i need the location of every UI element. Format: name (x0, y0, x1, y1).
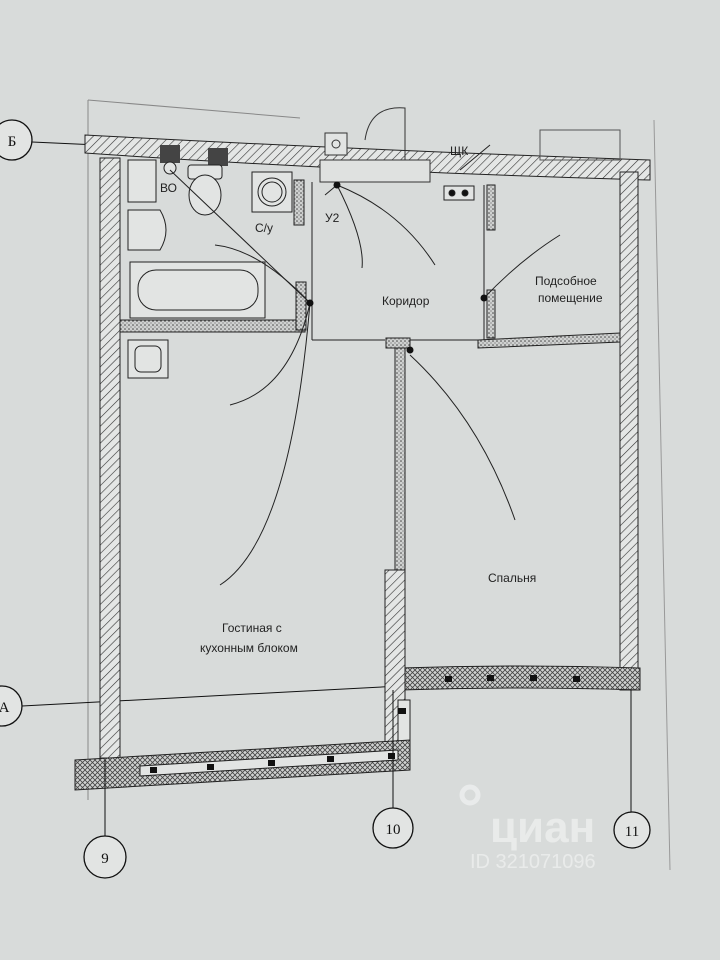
utility-wall-lower (486, 289, 496, 339)
watermark: циан ID 321071096 (459, 784, 596, 873)
utility-room-label-2: помещение (538, 291, 603, 305)
living-window-mullions (150, 753, 395, 773)
axis-marker-9: 9 (83, 760, 127, 879)
balcony-outline (539, 129, 621, 161)
switch-point-icon (306, 299, 314, 307)
ventilation-shaft (208, 148, 228, 166)
frame-line (653, 119, 671, 871)
riser-label: У2 (325, 211, 340, 225)
bathroom-fixtures (127, 159, 475, 379)
corridor-label: Коридор (382, 294, 430, 308)
axis-marker-10: 10 (372, 690, 414, 849)
bathroom-wall-lower (295, 281, 307, 331)
riser-pipe-icon (331, 139, 341, 149)
axis-label-10: 10 (386, 822, 401, 838)
living-room-label: Гостиная с (222, 621, 282, 635)
watermark-brand: циан (490, 803, 595, 852)
window-mullion (398, 708, 406, 714)
axis-label-9: 9 (101, 851, 109, 867)
utility-room-wall (477, 332, 621, 349)
switch-point-icon (333, 181, 341, 189)
towel-dryer-icon (127, 159, 157, 203)
axis-marker-11: 11 (613, 690, 651, 849)
bedroom-window-wall (399, 665, 641, 691)
entrance-door-opening (319, 159, 431, 183)
living-room-label-2: кухонным блоком (200, 641, 298, 655)
bedroom-window-mullions (445, 675, 580, 682)
axis-marker-b: Б (0, 119, 121, 161)
bathroom-wall-upper (293, 179, 305, 226)
axis-label-b: Б (8, 134, 17, 150)
riser-box (324, 132, 348, 156)
entrance-door-swing (364, 107, 406, 160)
water-heater-icon (163, 161, 177, 175)
left-exterior-wall (99, 157, 121, 759)
axis-label-a: А (0, 700, 10, 716)
switch-point-icon (480, 294, 488, 302)
axis-marker-a: А (0, 685, 401, 727)
right-exterior-wall (619, 171, 639, 691)
toilet-icon (188, 174, 222, 216)
watermark-logo-icon (459, 784, 481, 806)
watermark-id: ID 321071096 (470, 851, 596, 873)
ventilation-shaft (160, 145, 180, 163)
electrical-panel-icon (443, 185, 475, 201)
utility-room-label: Подсобное (535, 274, 597, 288)
corridor-bedroom-wall (394, 347, 406, 571)
bathroom-partition (119, 319, 306, 333)
utility-wall-upper (486, 184, 496, 231)
water-heater-label: ВО (160, 181, 177, 195)
sink-icon (127, 209, 167, 251)
bedroom-label: Спальня (488, 571, 536, 585)
top-exterior-wall (84, 134, 651, 181)
corridor-wall-stub (385, 337, 411, 349)
electrical-wiring (169, 144, 561, 586)
switch-point-icon (406, 346, 414, 354)
frame-line (87, 99, 301, 119)
bathroom-label: С/у (255, 221, 273, 235)
panel-label: ЩК (450, 144, 468, 158)
axis-label-11: 11 (625, 824, 639, 840)
